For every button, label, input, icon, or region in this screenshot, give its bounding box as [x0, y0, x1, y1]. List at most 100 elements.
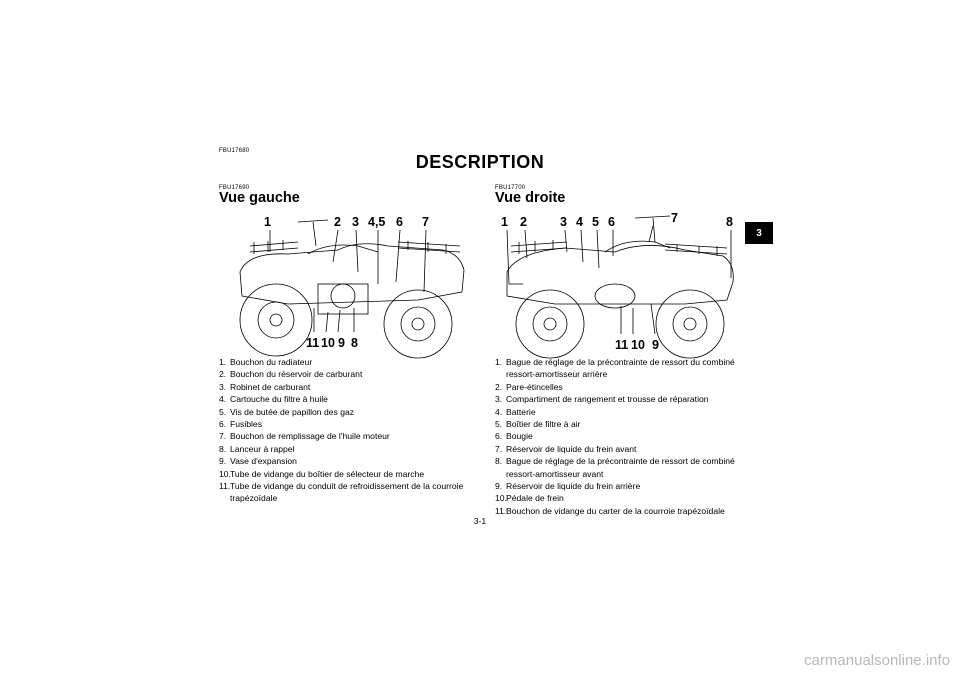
right-list-item-number: 2.	[495, 381, 503, 392]
right-list-item: 3. Compartiment de rangement et trousse …	[495, 393, 750, 405]
right-list-item-text: Bague de réglage de la précontrainte de …	[506, 456, 735, 479]
left-list-item: 10.Tube de vidange du boîtier de sélecte…	[219, 468, 464, 480]
left-list-item-text: Vase d'expansion	[230, 456, 297, 467]
page-title: DESCRIPTION	[415, 152, 545, 172]
right-callout-6: 6	[608, 215, 615, 229]
left-list-item: 3. Robinet de carburant	[219, 381, 464, 393]
atv-right-illustration: 1 2 3 4 5 6 7 8 11 10 9	[495, 212, 745, 362]
left-list-item: 2. Bouchon du réservoir de carburant	[219, 368, 464, 380]
right-callout-4: 4	[576, 215, 583, 229]
left-list-item-number: 3.	[219, 381, 227, 392]
left-list-item-number: 10.	[219, 468, 231, 479]
right-list-item-number: 7.	[495, 443, 503, 454]
right-list-item-number: 10.	[495, 493, 507, 504]
right-list-item-number: 6.	[495, 431, 503, 442]
left-callout-2: 2	[334, 215, 341, 229]
left-list-item-text: Vis de butée de papillon des gaz	[230, 406, 355, 417]
left-list-item: 8. Lanceur à rappel	[219, 443, 464, 455]
left-list-item: 5. Vis de butée de papillon des gaz	[219, 406, 464, 418]
right-list-item: 1. Bague de réglage de la précontrainte …	[495, 356, 750, 381]
left-list-item: 4. Cartouche du filtre à huile	[219, 393, 464, 405]
left-list-item: 7. Bouchon de remplissage de l'huile mot…	[219, 430, 464, 442]
right-list-item-number: 4.	[495, 406, 503, 417]
left-list-item-text: Fusibles	[230, 419, 262, 430]
right-list-item-text: Réservoir de liquide du frein avant	[506, 443, 637, 454]
right-list-item-text: Bouchon de vidange du carter de la courr…	[506, 505, 725, 516]
left-callout-3: 3	[352, 215, 359, 229]
left-list-item-number: 8.	[219, 443, 227, 454]
right-list-item-number: 11.	[495, 505, 507, 516]
left-list-item: 11.Tube de vidange du conduit de refroid…	[219, 480, 464, 505]
right-list-item-text: Batterie	[506, 406, 536, 417]
left-list-item-text: Tube de vidange du conduit de refroidiss…	[230, 481, 464, 504]
right-callout-1: 1	[501, 215, 508, 229]
right-list-item-number: 8.	[495, 456, 503, 467]
right-list-item-text: Bague de réglage de la précontrainte de …	[506, 357, 735, 380]
left-callout-1: 1	[264, 215, 271, 229]
left-list-item-number: 6.	[219, 419, 227, 430]
right-callout-11: 11	[615, 338, 629, 352]
right-list-item-text: Bougie	[506, 431, 533, 442]
left-list-item: 1. Bouchon du radiateur	[219, 356, 464, 368]
right-callout-8: 8	[726, 215, 733, 229]
right-list-item-text: Pédale de frein	[506, 493, 564, 504]
right-section-title: Vue droite	[495, 190, 566, 206]
right-callout-2: 2	[520, 215, 527, 229]
right-list-item-number: 1.	[495, 357, 503, 367]
left-list-item-number: 5.	[219, 406, 227, 417]
right-list-item-text: Pare-étincelles	[506, 381, 563, 392]
right-list-item-text: Boîtier de filtre à air	[506, 419, 581, 430]
right-section-code: FBU17700	[495, 185, 526, 191]
left-list-item-text: Bouchon du réservoir de carburant	[230, 369, 363, 380]
left-list-item-text: Cartouche du filtre à huile	[230, 394, 328, 405]
watermark: carmanualsonline.info	[804, 652, 950, 669]
right-list-item-number: 5.	[495, 419, 503, 430]
left-list-item-text: Bouchon du radiateur	[230, 357, 313, 367]
left-list-item-number: 1.	[219, 357, 227, 367]
left-section-code: FBU17690	[219, 185, 250, 191]
left-list-item-number: 4.	[219, 394, 227, 405]
left-list-item-text: Tube de vidange du boîtier de sélecteur …	[230, 468, 425, 479]
left-callout-9: 9	[338, 336, 345, 350]
right-list-item: 4. Batterie	[495, 406, 750, 418]
left-callout-7: 7	[422, 215, 429, 229]
right-list-item-number: 9.	[495, 481, 503, 492]
right-list-item: 7. Réservoir de liquide du frein avant	[495, 443, 750, 455]
left-list-item: 6. Fusibles	[219, 418, 464, 430]
left-section-title: Vue gauche	[219, 190, 300, 206]
atv-left-illustration: 1 2 3 4,5 6 7 11 10 9 8	[228, 212, 473, 362]
right-list-item: 6. Bougie	[495, 430, 750, 442]
left-callout-4-5: 4,5	[368, 215, 386, 229]
left-list-item-number: 7.	[219, 431, 227, 442]
chapter-tab[interactable]: 3	[745, 222, 773, 244]
right-list-item: 2. Pare-étincelles	[495, 381, 750, 393]
left-callout-6: 6	[396, 215, 403, 229]
left-list-item-text: Robinet de carburant	[230, 381, 311, 392]
right-callout-10: 10	[631, 338, 645, 352]
right-list-item-number: 3.	[495, 394, 503, 405]
right-list-item: 11.Bouchon de vidange du carter de la co…	[495, 505, 750, 517]
left-callout-10: 10	[321, 336, 335, 350]
right-list-item: 9. Réservoir de liquide du frein arrière	[495, 480, 750, 492]
right-list-item-text: Réservoir de liquide du frein arrière	[506, 481, 641, 492]
left-list-item-text: Bouchon de remplissage de l'huile moteur	[230, 431, 390, 442]
left-list-item-text: Lanceur à rappel	[230, 443, 295, 454]
left-list-item-number: 9.	[219, 456, 227, 467]
right-callout-3: 3	[560, 215, 567, 229]
page-number: 3-1	[473, 516, 487, 526]
right-callout-5: 5	[592, 215, 599, 229]
left-list-item-number: 11.	[219, 481, 231, 492]
right-callout-9: 9	[652, 338, 659, 352]
right-list-item: 10.Pédale de frein	[495, 492, 750, 504]
atv-right-drawing	[506, 215, 734, 359]
section-code: FBU17680	[219, 148, 250, 154]
left-callout-11: 11	[306, 336, 320, 350]
left-callout-8: 8	[351, 336, 358, 350]
right-list-item: 8. Bague de réglage de la précontrainte …	[495, 455, 750, 480]
right-list-item: 5. Boîtier de filtre à air	[495, 418, 750, 430]
right-list-item-text: Compartiment de rangement et trousse de …	[506, 394, 709, 405]
right-parts-list: 1. Bague de réglage de la précontrainte …	[495, 356, 750, 517]
atv-left-drawing	[239, 219, 465, 359]
left-list-item: 9. Vase d'expansion	[219, 455, 464, 467]
